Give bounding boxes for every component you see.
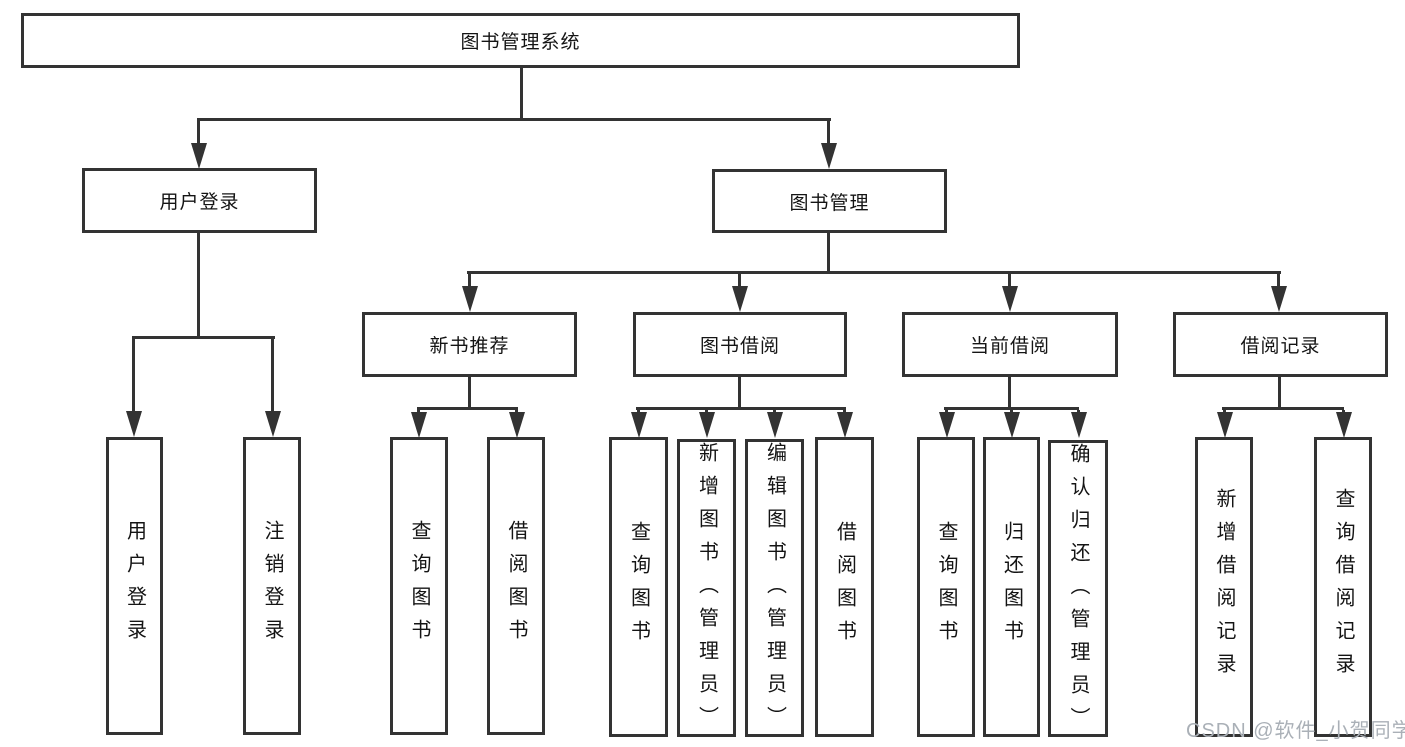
arrowhead-icon [411,412,427,438]
leaf-confirm-return-admin: 确认归还（管理员） [1048,440,1108,740]
arrowhead-icon [821,143,837,169]
connector [520,68,523,118]
node-label: 新增图书（管理员） [695,442,718,739]
arrowhead-icon [767,412,783,438]
connector [1008,377,1011,407]
leaf-query-borrow-record: 查询借阅记录 [1314,437,1372,737]
node-book-management: 图书管理 [712,169,947,233]
leaf-query-book-borrow: 查询图书 [609,437,668,737]
node-label: 归还图书 [1000,521,1023,653]
arrowhead-icon [462,286,478,312]
connector [738,274,741,288]
node-label: 查询图书 [627,521,650,653]
node-label: 借阅记录 [1240,336,1321,357]
arrowhead-icon [631,412,647,438]
arrowhead-icon [1071,412,1087,438]
leaf-borrow-book-recommend: 借阅图书 [487,437,545,735]
connector [197,233,200,336]
node-label: 确认归还（管理员） [1067,443,1089,740]
node-label: 查询图书 [408,520,430,652]
arrowhead-icon [126,411,142,437]
arrowhead-icon [1217,412,1233,438]
node-label: 注销登录 [261,520,283,652]
leaf-query-book-current: 查询图书 [917,437,975,737]
connector [271,339,274,412]
connector [467,271,1281,274]
node-label: 图书管理 [789,192,870,214]
leaf-borrow-book: 借阅图书 [815,437,874,737]
leaf-user-login: 用户登录 [106,437,163,735]
arrowhead-icon [939,412,955,438]
node-label: 借阅图书 [833,521,856,653]
node-current-borrow: 当前借阅 [902,312,1118,377]
node-label: 用户登录 [159,192,240,213]
node-label: 图书借阅 [699,336,780,357]
connector [944,407,1079,410]
arrowhead-icon [509,412,525,438]
connector [1008,274,1011,288]
connector [1278,377,1281,407]
connector [197,121,200,145]
node-label: 借阅图书 [505,520,527,652]
arrowhead-icon [1336,412,1352,438]
arrowhead-icon [1271,286,1287,312]
node-label: 图书管理系统 [460,32,581,53]
node-label: 编辑图书（管理员） [763,442,786,739]
node-label: 查询图书 [935,521,957,653]
node-borrow-records: 借阅记录 [1173,312,1388,377]
connector [417,407,518,410]
connector [197,118,831,121]
connector [738,376,741,407]
node-book-borrow: 图书借阅 [633,312,847,377]
connector [636,407,846,410]
leaf-query-book-recommend: 查询图书 [390,437,448,735]
leaf-add-book-admin: 新增图书（管理员） [677,439,736,739]
node-label: 新书推荐 [429,336,510,357]
connector [827,233,830,271]
connector [827,121,830,145]
arrowhead-icon [699,412,715,438]
connector [1277,274,1280,288]
leaf-logout: 注销登录 [243,437,301,735]
arrowhead-icon [1002,286,1018,312]
node-new-book-recommend: 新书推荐 [362,312,577,377]
node-label: 用户登录 [123,520,146,652]
arrowhead-icon [732,286,748,312]
connector [1222,407,1344,410]
node-label: 查询借阅记录 [1332,488,1354,686]
arrowhead-icon [1004,412,1020,438]
node-library-management-system: 图书管理系统 [21,13,1020,68]
arrowhead-icon [265,411,281,437]
node-label: 新增借阅记录 [1213,488,1235,686]
connector [468,274,471,288]
connector [132,339,135,412]
leaf-edit-book-admin: 编辑图书（管理员） [745,439,804,739]
node-user-login: 用户登录 [82,168,317,233]
leaf-add-borrow-record: 新增借阅记录 [1195,437,1253,737]
node-label: 当前借阅 [969,336,1050,357]
watermark: CSDN @软件_小贺同学 [1186,720,1405,742]
connector [132,336,275,339]
leaf-return-book: 归还图书 [983,437,1040,737]
arrowhead-icon [837,412,853,438]
arrowhead-icon [191,143,207,169]
connector [468,377,471,407]
